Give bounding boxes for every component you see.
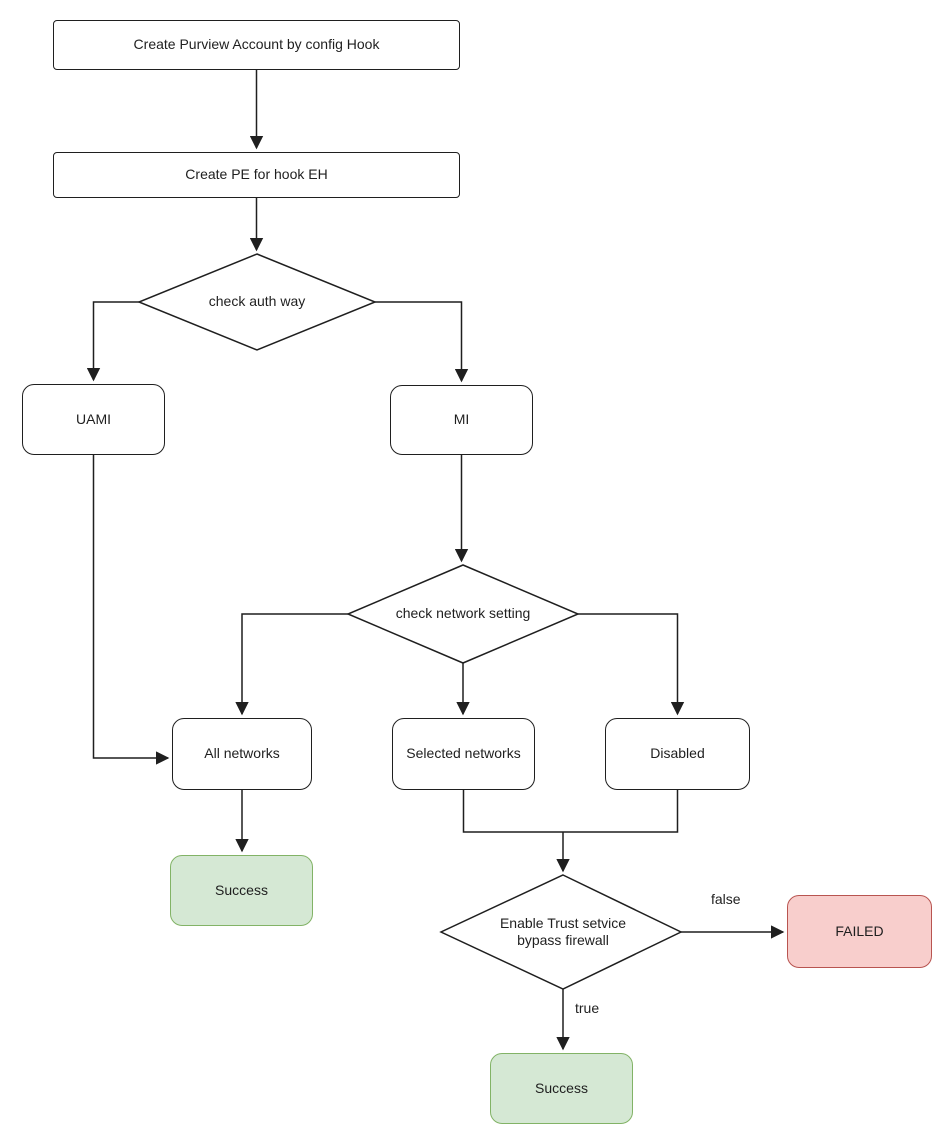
mi-label: MI [453, 411, 470, 428]
disabled-node: Disabled [605, 718, 750, 790]
edge-label-true: true [575, 1000, 600, 1016]
mi-node: MI [390, 385, 533, 455]
uami-label: UAMI [76, 410, 111, 427]
check-auth-way-decision-shape [137, 253, 377, 351]
merge-selected-and-disabled [462, 790, 679, 833]
failed-label: FAILED [835, 922, 884, 939]
create-pe-label: Create PE for hook EH [185, 166, 328, 183]
arrow-uami-to-all-networks [92, 455, 170, 765]
success-bottom-label: Success [535, 1079, 588, 1096]
create-pe-node: Create PE for hook EH [53, 152, 460, 198]
check-network-setting-decision-shape [346, 564, 580, 664]
selected-networks-node: Selected networks [392, 718, 535, 790]
failed-node: FAILED [787, 895, 932, 968]
enable-trust-service-decision-shape [439, 874, 683, 990]
arrow-check-network-to-all-networks [235, 613, 348, 716]
arrow-check-network-to-disabled [578, 613, 685, 716]
success-node-left: Success [170, 855, 313, 926]
selected-networks-label: Selected networks [406, 745, 521, 762]
all-networks-node: All networks [172, 718, 312, 790]
success-left-label: Success [215, 881, 268, 898]
success-node-bottom: Success [490, 1053, 633, 1124]
disabled-label: Disabled [650, 745, 705, 762]
arrow-check-auth-to-uami [86, 301, 140, 382]
check-auth-way-decision-label: check auth way [208, 293, 306, 310]
check-network-setting-decision-label: check network setting [395, 605, 531, 622]
all-networks-label: All networks [204, 745, 280, 762]
enable-trust-service-decision-label: Enable Trust setvice bypass firewall [499, 914, 627, 949]
create-purview-account-node: Create Purview Account by config Hook [53, 20, 460, 70]
arrow-check-auth-to-mi [375, 301, 469, 383]
uami-node: UAMI [22, 384, 165, 455]
create-purview-account-label: Create Purview Account by config Hook [133, 36, 380, 53]
edge-label-false: false [711, 891, 741, 907]
